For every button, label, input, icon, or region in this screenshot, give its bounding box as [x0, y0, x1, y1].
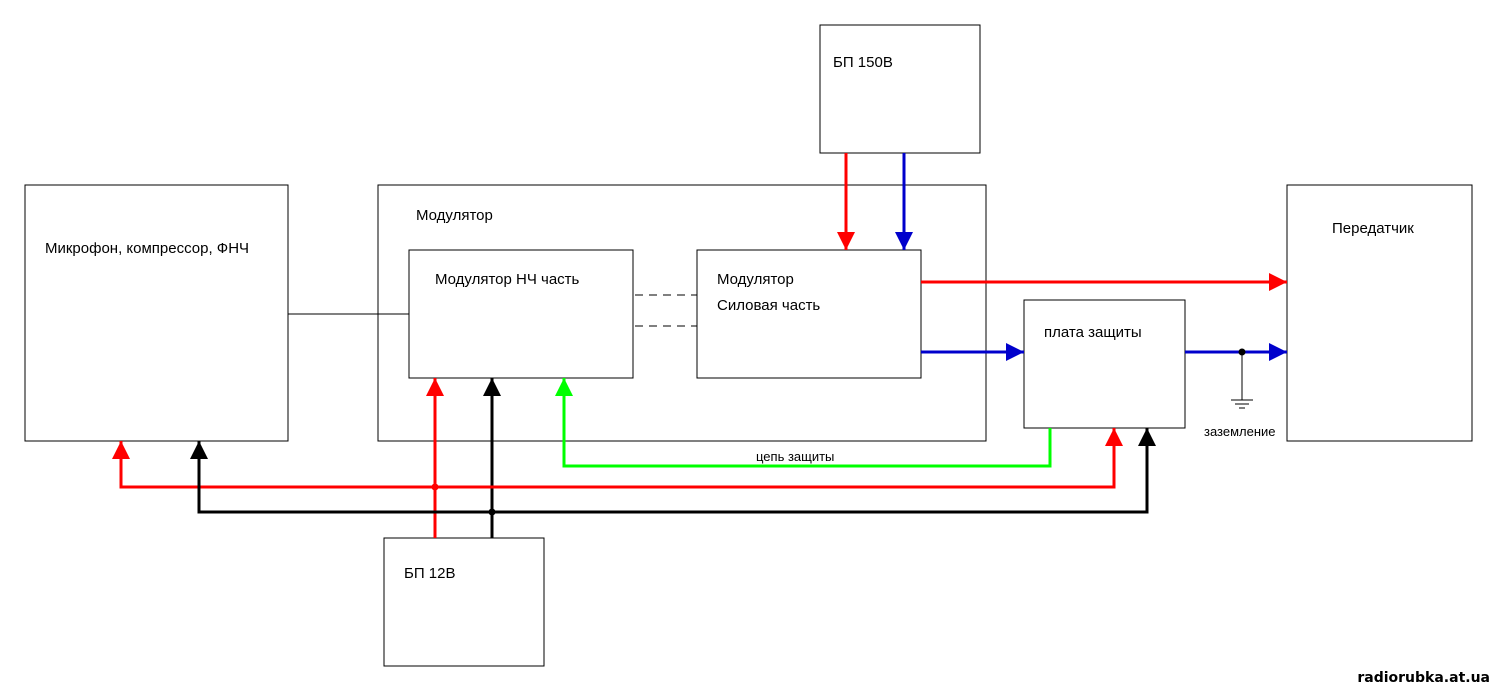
psu-150-label: БП 150В [833, 54, 893, 71]
minus-bus-to-microphone [190, 441, 492, 514]
lf-part-block [408, 249, 634, 379]
psu-12-block [383, 537, 545, 667]
protection-wire [555, 378, 1052, 468]
microphone-block [24, 184, 289, 442]
plus-bus-junction [431, 483, 439, 491]
minus-bus-to-protection [492, 428, 1156, 514]
microphone-label: Микрофон, компрессор, ФНЧ [45, 240, 249, 257]
ground-label: заземление [1204, 424, 1276, 439]
power-part-block [696, 249, 922, 379]
psu-12-label: БП 12В [404, 565, 455, 582]
power-part-label-line1: Модулятор [717, 271, 794, 288]
psu-150-block [819, 24, 981, 154]
plus-bus-to-protection [435, 428, 1123, 489]
protection-board-label: плата защиты [1044, 324, 1142, 341]
minus-bus-junction [488, 508, 496, 516]
plus-bus-to-microphone [112, 441, 435, 489]
modulator-label: Модулятор [416, 207, 493, 224]
watermark: radiorubka.at.ua [1357, 670, 1490, 686]
transmitter-block [1286, 184, 1473, 442]
power-part-label-line2: Силовая часть [717, 297, 820, 314]
protection-board-block [1023, 299, 1186, 429]
lf-part-label: Модулятор НЧ часть [435, 271, 580, 288]
transmitter-label: Передатчик [1332, 220, 1414, 237]
protection-circuit-label: цепь защиты [756, 449, 834, 464]
